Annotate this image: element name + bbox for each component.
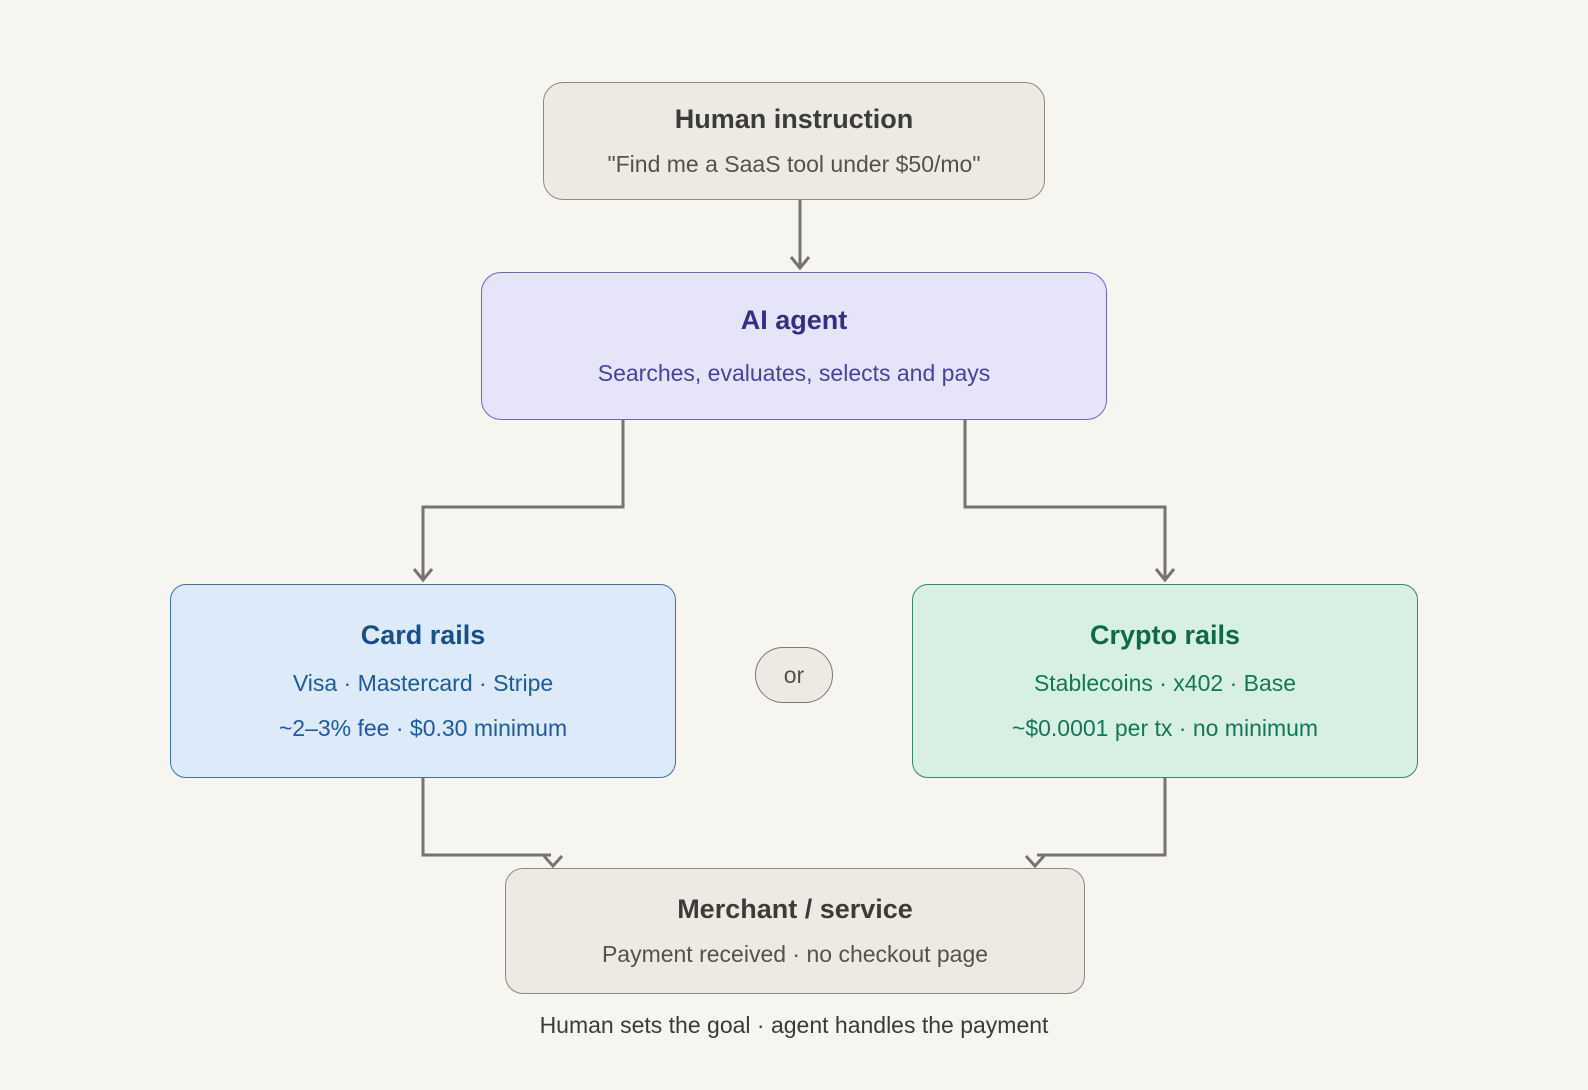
edge-card-to-merchant [421, 778, 564, 869]
edge-ai-to-crypto [963, 420, 1176, 583]
or-label: or [783, 661, 805, 688]
merchant-subtitle: Payment received · no checkout page [601, 940, 989, 967]
crypto-rails-title: Crypto rails [1089, 619, 1241, 650]
diagram-caption: Human sets the goal · agent handles the … [539, 1012, 1049, 1038]
node-ai-agent: AI agent Searches, evaluates, selects an… [481, 272, 1107, 420]
card-rails-title: Card rails [360, 619, 486, 650]
human-instruction-subtitle: "Find me a SaaS tool under $50/mo" [607, 150, 981, 177]
ai-agent-title: AI agent [740, 305, 848, 335]
ai-agent-subtitle: Searches, evaluates, selects and pays [597, 359, 991, 386]
crypto-rails-fees: ~$0.0001 per tx · no minimum [1011, 714, 1319, 741]
node-human-instruction: Human instruction "Find me a SaaS tool u… [543, 82, 1045, 200]
human-instruction-title: Human instruction [674, 104, 914, 134]
or-connector-pill: or [755, 647, 833, 703]
node-merchant-service: Merchant / service Payment received · no… [505, 868, 1085, 994]
crypto-rails-networks: Stablecoins · x402 · Base [1033, 669, 1297, 696]
node-card-rails: Card rails Visa · Mastercard · Stripe ~2… [170, 584, 676, 778]
card-rails-fees: ~2–3% fee · $0.30 minimum [278, 714, 568, 741]
edge-human-to-ai [789, 200, 811, 271]
node-crypto-rails: Crypto rails Stablecoins · x402 · Base ~… [912, 584, 1418, 778]
edge-crypto-to-merchant [1024, 778, 1167, 869]
merchant-title: Merchant / service [677, 894, 913, 924]
card-rails-networks: Visa · Mastercard · Stripe [292, 669, 554, 696]
edge-ai-to-card [412, 420, 625, 583]
